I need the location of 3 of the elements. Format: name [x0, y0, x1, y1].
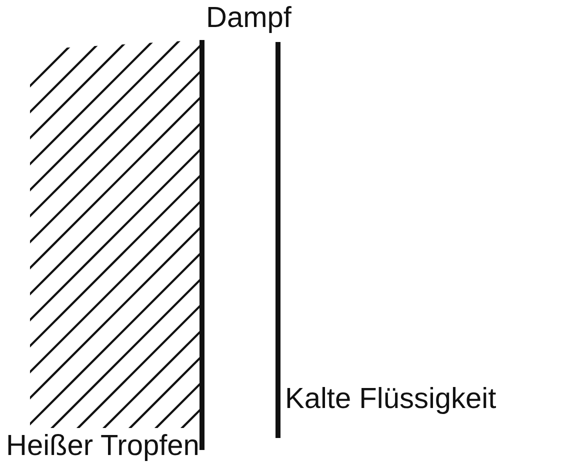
hot-drop-label: Heißer Tropfen	[6, 432, 200, 461]
vapor-label: Dampf	[206, 4, 292, 33]
cold-liquid-label: Kalte Flüssigkeit	[285, 385, 496, 414]
